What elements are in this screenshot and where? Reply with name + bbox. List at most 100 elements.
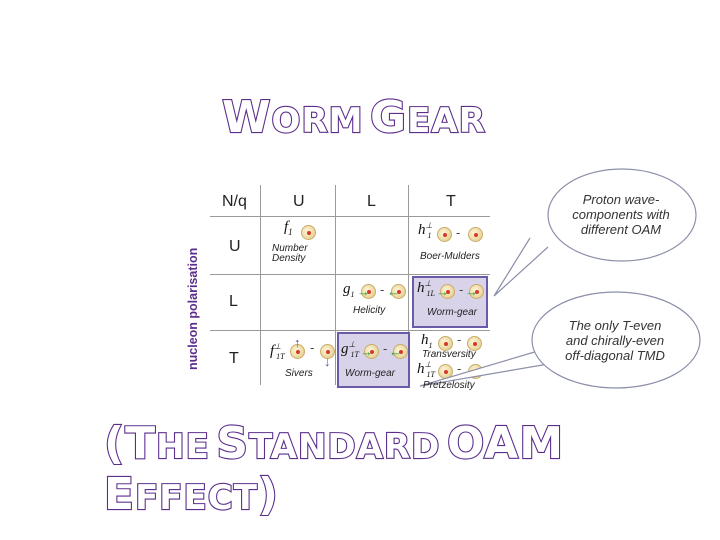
spin-arrow-icon: ↑ — [294, 335, 301, 350]
tmd-symbol: f — [270, 343, 275, 359]
grid-line — [210, 330, 490, 331]
tmd-g1t: g⊥1T — [341, 340, 359, 359]
tmd-subscript: 1T — [350, 350, 359, 359]
quark-dot-icon — [364, 344, 379, 359]
tmd-superscript: ⊥ — [274, 342, 282, 351]
worm-gear-label: Worm-gear — [427, 307, 478, 318]
subtitle-part: HE — [155, 426, 210, 468]
corner-label: N/q — [222, 193, 247, 210]
title-letter: G — [369, 91, 408, 144]
title-part: EAR — [406, 100, 486, 142]
callout-top-bubble — [547, 168, 697, 262]
tmd-symbol: g — [343, 281, 351, 297]
quark-dot-icon — [301, 225, 316, 240]
row-header-u: U — [229, 238, 241, 255]
quark-dot-icon — [361, 284, 376, 299]
sivers-label: Sivers — [285, 368, 313, 379]
spin-arrow-icon: → — [360, 344, 373, 359]
spin-arrow-icon: ↓ — [324, 354, 331, 369]
quark-dot-icon — [391, 284, 406, 299]
tmd-h1tperp: h⊥1T — [417, 360, 435, 379]
tmd-h1: h1 — [421, 332, 433, 350]
tmd-h1perp: h⊥1 — [418, 221, 433, 240]
spin-arrow-icon: → — [357, 284, 370, 299]
tmd-symbol: h — [417, 280, 425, 296]
tmd-subscript: 1 — [427, 231, 432, 240]
transversity-label: Transversity — [422, 349, 476, 360]
quark-dot-icon — [438, 336, 453, 351]
tmd-subscript: 1 — [288, 227, 293, 237]
spin-arrow-icon: ← — [387, 284, 400, 299]
row-header-l: L — [229, 293, 238, 310]
tmd-superscript: ⊥ — [348, 340, 356, 349]
quark-dot-icon — [440, 284, 455, 299]
subtitle-part: FFECT — [134, 477, 258, 519]
helicity-label: Helicity — [353, 305, 386, 316]
tmd-superscript: ⊥ — [424, 360, 432, 369]
title-letter: W — [221, 91, 272, 144]
quark-dot-icon — [437, 227, 452, 242]
col-header-t: T — [446, 193, 456, 210]
callout-pointer — [493, 237, 549, 297]
subtitle-part: E — [103, 468, 136, 521]
tmd-superscript: ⊥ — [424, 279, 432, 288]
tmd-f1: f1 — [284, 219, 293, 237]
tmd-subscript: 1 — [350, 290, 355, 299]
tmd-subscript: 1T — [276, 352, 285, 361]
subtitle: (THE STANDARD OAM EFFECT) — [103, 417, 720, 521]
minus-sign: - — [456, 225, 461, 240]
callout-top-text: Proton wave- components with different O… — [572, 192, 670, 237]
tmd-subscript: 1 — [428, 341, 433, 350]
grid-line — [210, 274, 490, 275]
subtitle-part: ( — [103, 417, 126, 470]
quark-dot-icon — [468, 227, 483, 242]
callout-pointer — [419, 347, 561, 387]
subtitle-part: ) — [257, 468, 279, 521]
spin-arrow-icon: → — [465, 284, 478, 299]
grid-line — [210, 216, 490, 217]
number-density-label: Number Density — [272, 243, 308, 264]
tmd-symbol: f — [284, 219, 289, 235]
minus-sign: - — [380, 282, 385, 297]
callout-bottom-bubble — [531, 291, 701, 389]
minus-sign: - — [457, 361, 462, 376]
worm-gear-label: Worm-gear — [345, 368, 396, 379]
minus-sign: - — [459, 282, 464, 297]
subtitle-part: TANDARD — [248, 426, 441, 468]
quark-dot-icon — [320, 344, 335, 359]
minus-sign: - — [457, 332, 462, 347]
tmd-g1: g1 — [343, 281, 355, 299]
page-title: WORM GEAR — [221, 91, 486, 144]
quark-dot-icon — [467, 336, 482, 351]
tmd-subscript: 1L — [426, 289, 435, 298]
col-header-l: L — [367, 193, 376, 210]
subtitle-part: OAM — [446, 417, 564, 470]
grid-line — [335, 185, 336, 385]
row-header-t: T — [229, 350, 239, 367]
tmd-symbol: g — [341, 341, 349, 357]
tmd-symbol: h — [418, 222, 426, 238]
callout-bottom-text: The only T-even and chirally-even off-di… — [565, 318, 665, 363]
grid-line — [260, 185, 261, 385]
pretzelosity-label: Pretzelosity — [423, 380, 475, 391]
tmd-subscript: 1T — [426, 370, 435, 379]
tmd-superscript: ⊥ — [425, 221, 433, 230]
worm-gear-cell-lt — [337, 332, 410, 388]
subtitle-part: T — [124, 417, 157, 470]
quark-dot-icon — [469, 284, 484, 299]
spin-arrow-icon: → — [436, 284, 449, 299]
tmd-f1tperp: f⊥1T — [270, 342, 285, 361]
grid-line — [408, 185, 409, 385]
tmd-h1lperp: h⊥1L — [417, 279, 435, 298]
tmd-symbol: h — [421, 332, 429, 348]
subtitle-part: S — [215, 417, 250, 470]
col-header-u: U — [293, 193, 305, 210]
title-part: ORM — [270, 100, 364, 142]
quark-dot-icon — [393, 344, 408, 359]
tmd-symbol: h — [417, 361, 425, 377]
spin-arrow-icon: ← — [389, 344, 402, 359]
boer-mulders-label: Boer-Mulders — [420, 251, 480, 262]
minus-sign: - — [310, 340, 315, 355]
minus-sign: - — [383, 341, 388, 356]
